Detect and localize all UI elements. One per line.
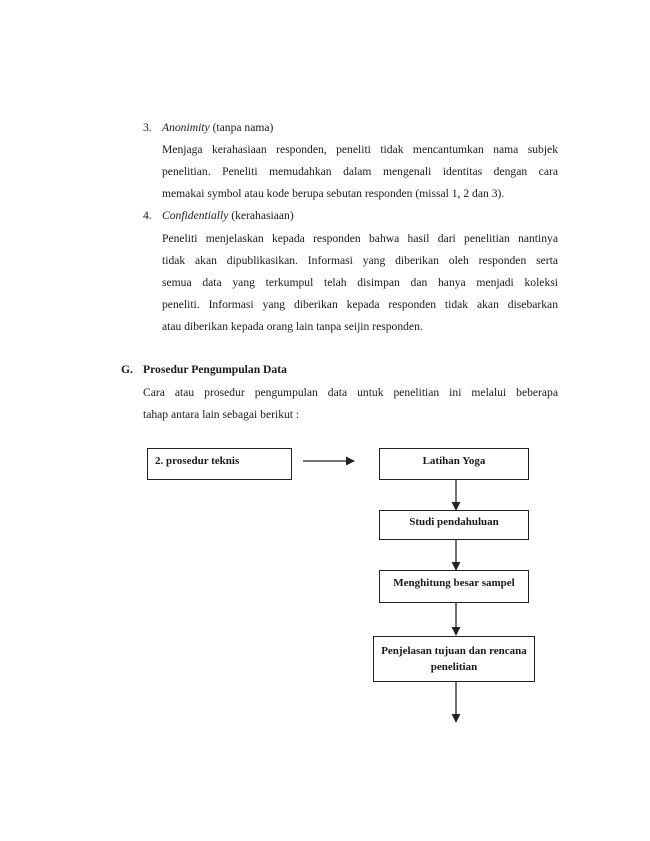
item-4-line-4: peneliti. Informasi yang diberikan kepad…: [162, 298, 558, 311]
flow-box-step-3: Menghitung besar sampel: [379, 570, 529, 603]
item-3-line-3: memakai symbol atau kode berupa sebutan …: [162, 187, 505, 200]
flow-box-step-2-label: Studi pendahuluan: [409, 516, 499, 528]
section-g-line-1: Cara atau prosedur pengumpulan data untu…: [143, 386, 558, 399]
item-4-term: Confidentially: [162, 209, 229, 222]
flow-box-start-label: 2. prosedur teknis: [155, 455, 240, 467]
item-4-gloss: (kerahasiaan): [231, 209, 294, 222]
section-g-letter: G.: [121, 363, 133, 376]
flow-box-step-4: Penjelasan tujuan dan rencana penelitian: [373, 636, 535, 682]
section-g-line-2: tahap antara lain sebagai berikut :: [143, 408, 300, 421]
flow-box-step-2: Studi pendahuluan: [379, 510, 529, 540]
flow-box-step-1-label: Latihan Yoga: [422, 455, 486, 467]
item-4-heading: Confidentially (kerahasiaan): [162, 205, 294, 227]
item-4-line-5: atau diberikan kepada orang lain tanpa s…: [162, 320, 423, 333]
item-4-line-1: Peneliti menjelaskan kepada responden ba…: [162, 232, 558, 245]
section-g-heading: Prosedur Pengumpulan Data: [143, 363, 287, 376]
flow-box-step-1: Latihan Yoga: [379, 448, 529, 480]
item-4-line-3: semua data yang terkumpul telah disimpan…: [162, 276, 558, 289]
item-4-line-2: tidak akan dipublikasikan. Informasi yan…: [162, 254, 558, 267]
item-3-line-1: Menjaga kerahasiaan responden, peneliti …: [162, 143, 558, 156]
item-3-number: 3.: [143, 121, 152, 134]
item-3-line-2: penelitian. Peneliti memudahkan dalam me…: [162, 165, 558, 178]
flow-box-step-4-line-2: penelitian: [430, 661, 478, 673]
item-3-heading: Anonimity (tanpa nama): [162, 117, 273, 139]
flow-box-step-3-label: Menghitung besar sampel: [393, 577, 515, 589]
item-3-term: Anonimity: [162, 121, 210, 134]
flow-box-step-4-line-1: Penjelasan tujuan dan rencana: [381, 645, 527, 657]
item-3-gloss: (tanpa nama): [212, 121, 274, 134]
flow-box-start: 2. prosedur teknis: [147, 448, 292, 480]
item-4-number: 4.: [143, 209, 152, 222]
